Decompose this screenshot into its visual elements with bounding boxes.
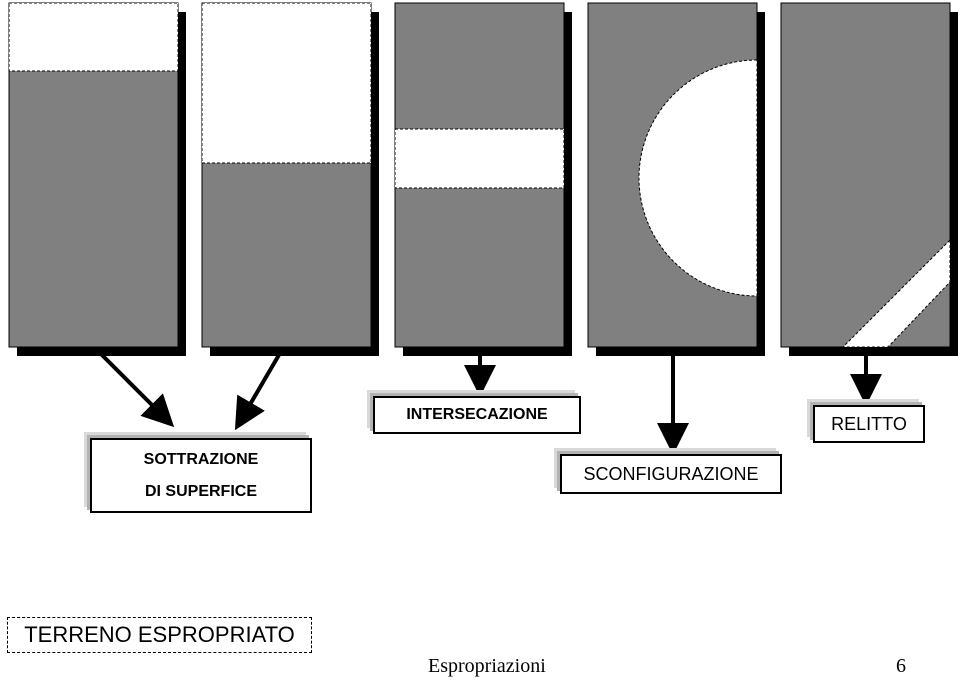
label-sconfigurazione-text: SCONFIGURAZIONE bbox=[583, 463, 759, 484]
arrow-panel1-to-sottrazione bbox=[93, 346, 175, 428]
panel-sottrazione-2 bbox=[201, 2, 379, 356]
panel-sottrazione-1 bbox=[8, 2, 186, 356]
page-number: 6 bbox=[896, 655, 906, 677]
legend-terreno-espropriato: TERRENO ESPROPRIATO bbox=[7, 617, 312, 653]
label-sconfigurazione: SCONFIGURAZIONE bbox=[560, 454, 782, 494]
legend-label: TERRENO ESPROPRIATO bbox=[24, 622, 295, 647]
label-sottrazione-line2: DI SUPERFICE bbox=[144, 482, 257, 500]
label-intersecazione: INTERSECAZIONE bbox=[373, 396, 581, 434]
label-sottrazione: SOTTRAZIONE DI SUPERFICE bbox=[90, 438, 312, 513]
arrow-panel2-to-sottrazione bbox=[234, 346, 285, 431]
label-relitto-text: RELITTO bbox=[831, 413, 907, 434]
panel-relitto bbox=[780, 2, 958, 356]
panel-sconfigurazione bbox=[587, 2, 765, 356]
label-relitto: RELITTO bbox=[813, 405, 925, 443]
label-intersecazione-text: INTERSECAZIONE bbox=[406, 406, 548, 423]
panel-intersecazione bbox=[394, 2, 572, 356]
label-sottrazione-line1: SOTTRAZIONE bbox=[143, 450, 259, 468]
footer-title: Espropriazioni bbox=[428, 655, 546, 677]
